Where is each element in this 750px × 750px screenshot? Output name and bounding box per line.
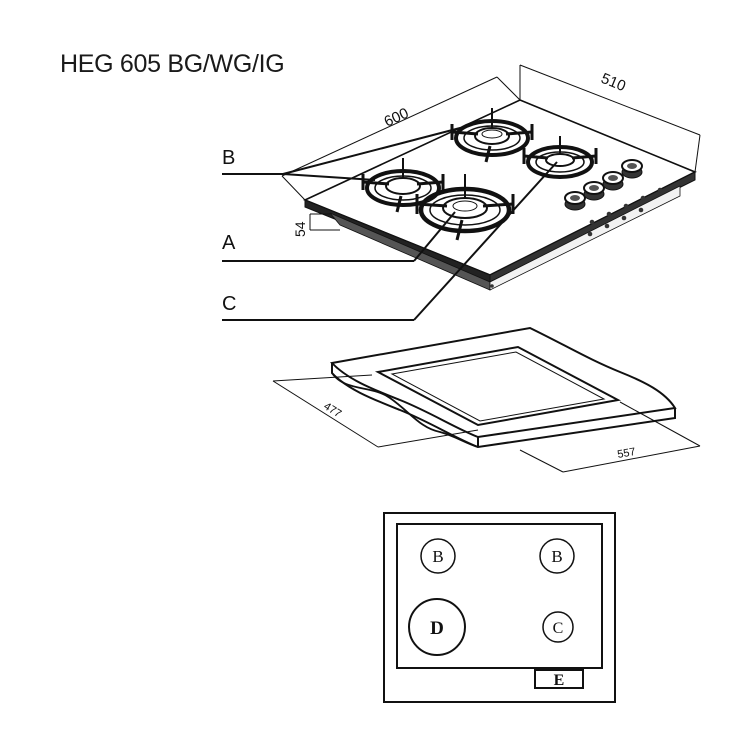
burner-rear-left	[450, 108, 534, 163]
knob-4	[621, 159, 643, 179]
plan-burner-rear-left-label: B	[432, 547, 443, 566]
burner-left	[361, 158, 445, 213]
plan-burner-rear-right-label: B	[551, 547, 562, 566]
dimension-54: 54	[292, 213, 340, 237]
callout-a-label: A	[222, 232, 236, 254]
plan-burner-rear-left: B	[420, 538, 456, 574]
dim-54-label: 54	[292, 221, 308, 237]
knob-3	[602, 171, 624, 191]
callout-a: A	[222, 211, 456, 262]
callout-b: B	[222, 127, 461, 181]
burner-right-small	[522, 136, 598, 179]
cutout-opening	[374, 345, 622, 427]
knob-1	[564, 191, 586, 211]
dimension-557: 557	[519, 401, 701, 473]
hob-body-right	[489, 185, 681, 291]
callout-b-label: B	[222, 147, 235, 169]
callout-c-label: C	[222, 293, 236, 315]
plan-burner-front-right: C	[542, 611, 574, 643]
knob-2	[583, 181, 605, 201]
plan-burner-front-left-label: D	[430, 618, 444, 639]
plan-burner-front-left: D	[408, 598, 466, 656]
cutout-opening-inner	[390, 351, 606, 422]
plan-control-panel: E	[534, 669, 584, 689]
callout-c: C	[222, 161, 558, 321]
dim-510-label: 510	[599, 70, 629, 95]
dim-557-label: 557	[616, 446, 636, 461]
hob-3d-view: 600 510 54	[222, 64, 701, 321]
plan-burner-front-right-label: C	[553, 620, 564, 637]
dimension-510: 510	[519, 64, 701, 173]
panel-holes	[490, 187, 663, 288]
plan-burner-rear-right: B	[539, 538, 575, 574]
plan-control-panel-label: E	[554, 672, 565, 689]
model-title: HEG 605 BG/WG/IG	[60, 50, 285, 78]
dim-600-label: 600	[382, 105, 412, 131]
dim-477-label: 477	[321, 400, 343, 420]
countertop-left-wave	[331, 372, 479, 448]
cutout-view: 477 557	[272, 326, 701, 473]
control-knobs	[564, 159, 643, 211]
plan-view: B B D C E	[383, 512, 616, 703]
